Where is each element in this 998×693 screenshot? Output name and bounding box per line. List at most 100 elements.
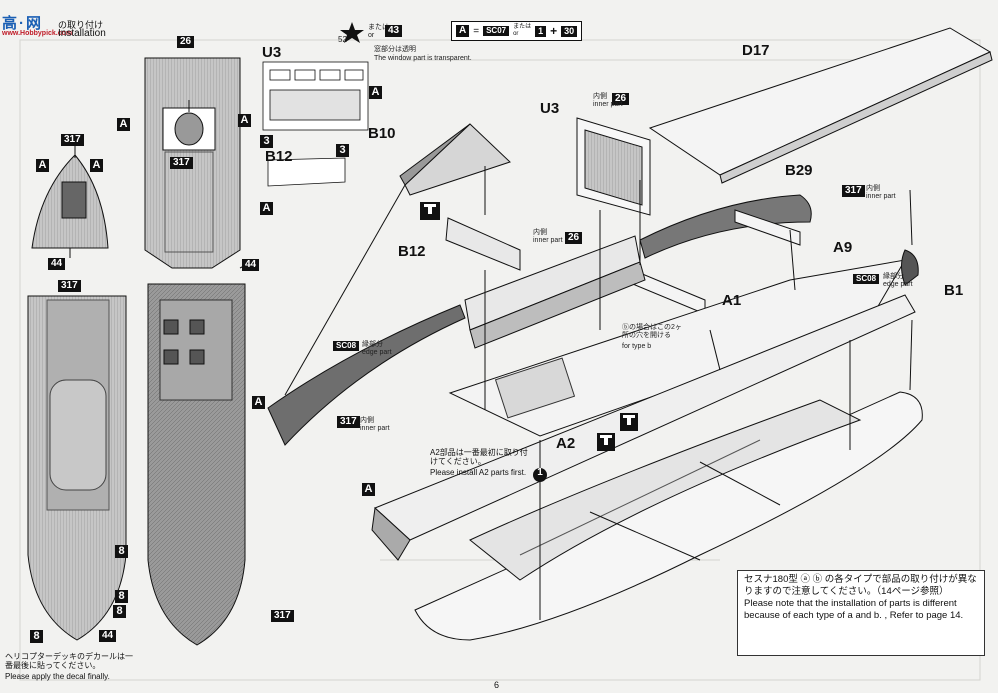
- page-number: 6: [494, 680, 500, 690]
- legend-1: 1: [535, 25, 547, 37]
- type-note-en: Please note that the installation of par…: [744, 598, 964, 621]
- legend-30: 30: [561, 25, 578, 37]
- label-b12-left: B12: [265, 148, 293, 165]
- label-d17: D17: [742, 42, 770, 59]
- typeb-note-jp: ⓑの場合はこの2ヶ所の穴を開ける: [622, 324, 682, 339]
- tag-317-e: 317: [271, 610, 294, 622]
- label-a9: A9: [833, 239, 853, 256]
- part-a2-deck: [448, 259, 906, 437]
- window-note-en: The window part is transparent.: [374, 55, 472, 62]
- hull-bottom: [414, 391, 923, 641]
- main-deck-part-317: [27, 295, 127, 641]
- logo: 高·网 www.Hobbypick.com: [2, 12, 73, 37]
- window-part-u3-small: [262, 61, 369, 131]
- legend-sc07: SC07: [483, 26, 510, 36]
- tag-44-c: 44: [99, 630, 117, 642]
- tag-a-2: A: [90, 159, 103, 172]
- legend-equals: =: [473, 25, 480, 37]
- tag-26-side: 26: [565, 232, 583, 244]
- hull-side-wall: [464, 235, 646, 349]
- edge-part-left-en: edge part: [362, 349, 392, 356]
- legend-a: A: [456, 25, 470, 37]
- tag-a-7: A: [252, 396, 265, 409]
- hull-outer-wall: [371, 294, 916, 561]
- ref-43: 43: [385, 25, 403, 37]
- hull-stern-wall: [267, 304, 466, 446]
- tag-a-6: A: [260, 202, 273, 215]
- decal-note-en: Please apply the decal finally.: [5, 672, 110, 681]
- step-circle-shape: [533, 468, 547, 482]
- a2-note-jp: A2部品は一番最初に取り付けてください。: [430, 448, 528, 466]
- guide-lines: [74, 100, 913, 620]
- type-note-box: セスナ180型 ⓐ ⓑ の各タイプで部品の取り付けが異なりますので注意してくださ…: [737, 570, 985, 656]
- label-u3-left: U3: [262, 44, 282, 61]
- tag-26-top: 26: [177, 36, 195, 48]
- tag-317-a: 317: [61, 134, 84, 146]
- tag-3-a: 3: [260, 135, 273, 148]
- tag-3-b: 3: [336, 144, 349, 157]
- part-b12-panel: [445, 217, 521, 271]
- logo-subtext: www.Hobbypick.com: [2, 30, 73, 37]
- step-number: 1: [537, 467, 543, 478]
- tag-317-f: 317: [842, 185, 865, 197]
- tag-8-b: 8: [115, 590, 128, 603]
- decal-note-jp: ヘリコプターデッキのデカールは一番最後に貼ってください。: [5, 652, 133, 670]
- inner-part-side-en: inner part: [533, 237, 563, 244]
- typeb-note-en: for type b: [622, 343, 652, 350]
- star-or: または or: [368, 24, 389, 39]
- a2-note-en: Please install A2 parts first.: [430, 468, 527, 477]
- tag-317-d: 317: [337, 416, 360, 428]
- legend-or: または or: [513, 24, 532, 37]
- tag-sc08-b: SC08: [853, 274, 880, 284]
- logo-text: 高·网: [2, 15, 43, 32]
- inner-part-bow-en: inner part: [866, 193, 896, 200]
- tag-317-b: 317: [170, 157, 193, 169]
- label-u3-mid: U3: [540, 100, 560, 117]
- edge-part-right-jp: 縁部分: [883, 273, 904, 280]
- edge-part-right-en: edge part: [883, 281, 913, 288]
- inner-part-bow-jp: 内側: [866, 185, 880, 192]
- tag-44-b: 44: [242, 259, 260, 271]
- window-note-jp: 窓部分は透明: [374, 46, 416, 53]
- lower-deck-part-44: [147, 283, 246, 646]
- star-icon: [340, 22, 364, 43]
- tag-a-1: A: [36, 159, 49, 172]
- tag-sc08-a: SC08: [333, 341, 360, 351]
- legend-box: A = SC07 または or 1 + 30: [451, 21, 583, 41]
- header-title-jp: の取り付け: [58, 20, 104, 30]
- part-b10-bridge: [399, 123, 511, 196]
- part-b1-bow: [901, 249, 919, 286]
- part-b29-rail: [639, 194, 812, 259]
- inner-part-side-jp: 内側: [533, 229, 547, 236]
- part-d17-deck: [648, 27, 993, 184]
- label-b10: B10: [368, 125, 396, 142]
- inner-part-stern-en: inner part: [360, 425, 390, 432]
- edge-part-left-jp: 縁部分: [362, 341, 383, 348]
- label-a2: A2: [556, 435, 576, 452]
- tag-44-a: 44: [48, 258, 66, 270]
- bow-deck-part: [31, 154, 109, 258]
- tag-317-c: 317: [58, 280, 81, 292]
- legend-plus: +: [550, 24, 558, 38]
- tag-a-5: A: [369, 86, 382, 99]
- part-a9-bar: [734, 209, 801, 246]
- tag-8-d: 8: [30, 630, 43, 643]
- tag-8-a: 8: [115, 545, 128, 558]
- type-note-jp: セスナ180型 ⓐ ⓑ の各タイプで部品の取り付けが異なりますので注意してくださ…: [744, 574, 977, 597]
- tag-a-4: A: [238, 114, 251, 127]
- ref-52: 52: [338, 35, 347, 44]
- label-b1: B1: [944, 282, 964, 299]
- tag-a-3: A: [117, 118, 130, 131]
- inner-part-stern-jp: 内側: [360, 417, 374, 424]
- window-part-u3: [576, 117, 651, 216]
- tag-8-c: 8: [113, 605, 126, 618]
- part-b12-small: [267, 157, 346, 187]
- inner-part-u3-en: inner part: [593, 101, 623, 108]
- label-a1: A1: [722, 292, 742, 309]
- header-title-en: Installation: [58, 28, 106, 39]
- label-b12-mid: B12: [398, 243, 426, 260]
- tag-26-u3: 26: [612, 93, 630, 105]
- label-b29: B29: [785, 162, 813, 179]
- inner-part-u3-jp: 内側: [593, 93, 607, 100]
- tag-a-8: A: [362, 483, 375, 496]
